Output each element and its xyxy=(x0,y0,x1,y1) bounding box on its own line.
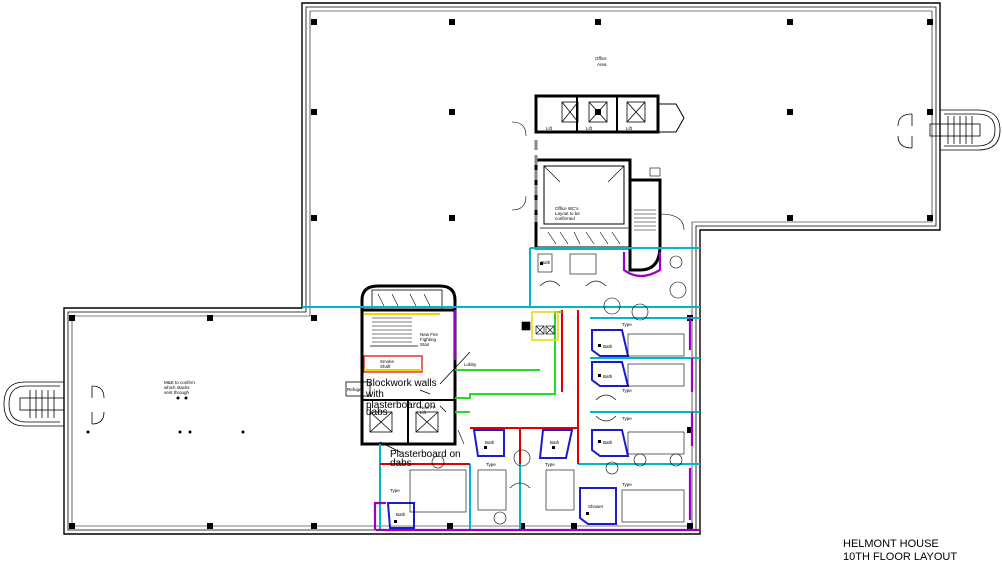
column xyxy=(927,19,933,25)
bath-label-2: Bath xyxy=(603,374,613,379)
bath-label-3: Bath xyxy=(603,440,613,445)
lift-label-1: Lift xyxy=(546,126,553,131)
title-block: HELMONT HOUSE 10TH FLOOR LAYOUT xyxy=(843,538,957,564)
floor-marker xyxy=(188,430,192,434)
smoke-shaft-outline xyxy=(363,355,423,373)
office-area-label-2: Area xyxy=(597,62,607,67)
column xyxy=(687,427,693,433)
right-stair-tower xyxy=(897,109,1001,151)
plan-labels: Office Area Office WC's Layout to be con… xyxy=(164,56,633,517)
yellow-cupboard xyxy=(531,311,559,341)
bath-label-6: Bath xyxy=(396,512,406,517)
bath-label-1: Bath xyxy=(603,344,613,349)
column xyxy=(311,523,317,529)
column xyxy=(927,109,933,115)
red-partitions xyxy=(380,310,579,465)
structural-columns xyxy=(69,19,933,529)
column xyxy=(69,315,75,321)
cyan-partitions xyxy=(302,247,700,530)
bathroom-outlines xyxy=(386,329,630,529)
building-outline xyxy=(63,2,941,535)
floor-marker xyxy=(184,396,188,400)
column xyxy=(787,19,793,25)
office-wc-label-3: confirmed xyxy=(555,216,575,221)
purple-partitions xyxy=(373,252,700,532)
column xyxy=(207,523,213,529)
floor-marker xyxy=(86,430,90,434)
left-stair-tower xyxy=(3,381,105,427)
mechanical-note-3: vent through xyxy=(164,390,190,395)
annotation-leaders xyxy=(379,351,471,453)
column xyxy=(449,109,455,115)
column xyxy=(311,109,317,115)
column xyxy=(687,523,693,529)
fire-stair-label-2: Fighting xyxy=(420,337,437,342)
floor-marker xyxy=(241,430,245,434)
type-label-3: Type xyxy=(622,416,632,421)
ff-lift-label-1: New FF xyxy=(420,405,436,410)
building-name: HELMONT HOUSE xyxy=(843,538,939,550)
type-label-5: Type xyxy=(486,462,496,467)
column xyxy=(311,19,317,25)
blockwork-note-4: dabs xyxy=(366,407,388,418)
floor-marker xyxy=(178,430,182,434)
column xyxy=(447,523,453,529)
office-area-label-1: Office xyxy=(595,56,607,61)
column xyxy=(519,523,525,529)
column xyxy=(571,523,577,529)
type-label-4: Type xyxy=(622,482,632,487)
bath-label-top: Bath xyxy=(541,260,551,265)
type-label-7: Type xyxy=(390,488,400,493)
fire-stair-label-3: Stair xyxy=(420,342,430,347)
column xyxy=(927,215,933,221)
blockwork-note-3: plasterboard on xyxy=(366,400,436,411)
type-label-6: Type xyxy=(545,462,555,467)
mechanical-note-1: M&E to confirm xyxy=(164,380,195,385)
lift-label-2: Lift xyxy=(586,126,593,131)
column xyxy=(787,109,793,115)
type-label-1: Type xyxy=(622,322,632,327)
lower-core xyxy=(345,284,465,446)
office-wc-label-1: Office WC's xyxy=(555,206,579,211)
column xyxy=(207,315,213,321)
refuge-label: Refuge xyxy=(347,387,362,392)
small-dark-fixtures xyxy=(394,262,601,523)
shower-label: Shower xyxy=(588,504,604,509)
mechanical-note-2: which stacks xyxy=(164,385,190,390)
smoke-shaft-label-1: Smoke xyxy=(380,359,395,364)
smoke-shaft-label-2: Shaft xyxy=(380,364,391,369)
riser-boxes xyxy=(521,321,555,335)
lobby-label: Lobby xyxy=(464,362,477,367)
column xyxy=(311,215,317,221)
plasterboard-note-2: dabs xyxy=(390,458,412,469)
column xyxy=(787,215,793,221)
bath-label-4: Bath xyxy=(485,440,495,445)
upper-lift-core xyxy=(511,94,685,211)
type-label-2: Type xyxy=(622,388,632,393)
column xyxy=(595,19,601,25)
bath-label-5: Bath xyxy=(550,440,560,445)
column xyxy=(449,215,455,221)
plasterboard-note-1: Plasterboard on xyxy=(390,449,461,460)
blockwork-note-2: with xyxy=(365,389,384,400)
bath-fixtures xyxy=(409,253,687,525)
fire-stair-label-1: New Fire xyxy=(420,332,438,337)
lift-label-3: Lift xyxy=(626,126,633,131)
office-wc-label-2: Layout to be xyxy=(555,211,580,216)
column xyxy=(311,315,317,321)
floor-layout-title: 10TH FLOOR LAYOUT xyxy=(843,551,958,563)
floor-marker xyxy=(176,396,180,400)
blockwork-note-1: Blockwork walls xyxy=(366,378,437,389)
ff-lift-label-2: Lift xyxy=(420,410,427,415)
column xyxy=(449,19,455,25)
column xyxy=(69,523,75,529)
